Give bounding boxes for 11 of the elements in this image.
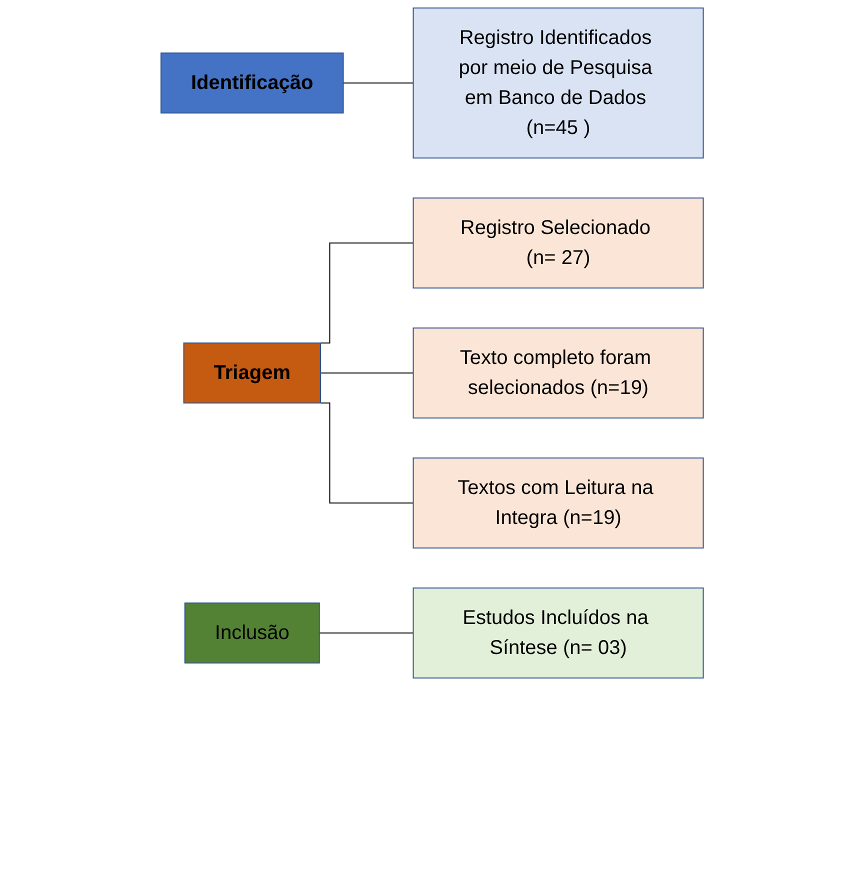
node-box: Identificação xyxy=(160,52,344,114)
node-box: Textos com Leitura na Integra (n=19) xyxy=(413,458,704,548)
connector xyxy=(343,82,414,84)
node-box: Triagem xyxy=(184,342,322,404)
node-box: Estudos Incluídos na Síntese (n= 03) xyxy=(413,588,704,678)
node-box: Texto completo foram selecionados (n=19) xyxy=(413,328,704,418)
node-box: Registro Identificados por meio de Pesquisa em Banco de Dados (n=45 ) xyxy=(413,8,704,158)
node-box: Registro Selecionado (n= 27) xyxy=(413,198,704,288)
connector xyxy=(320,372,414,374)
node-box: Inclusão xyxy=(184,602,320,664)
connector xyxy=(319,632,414,634)
